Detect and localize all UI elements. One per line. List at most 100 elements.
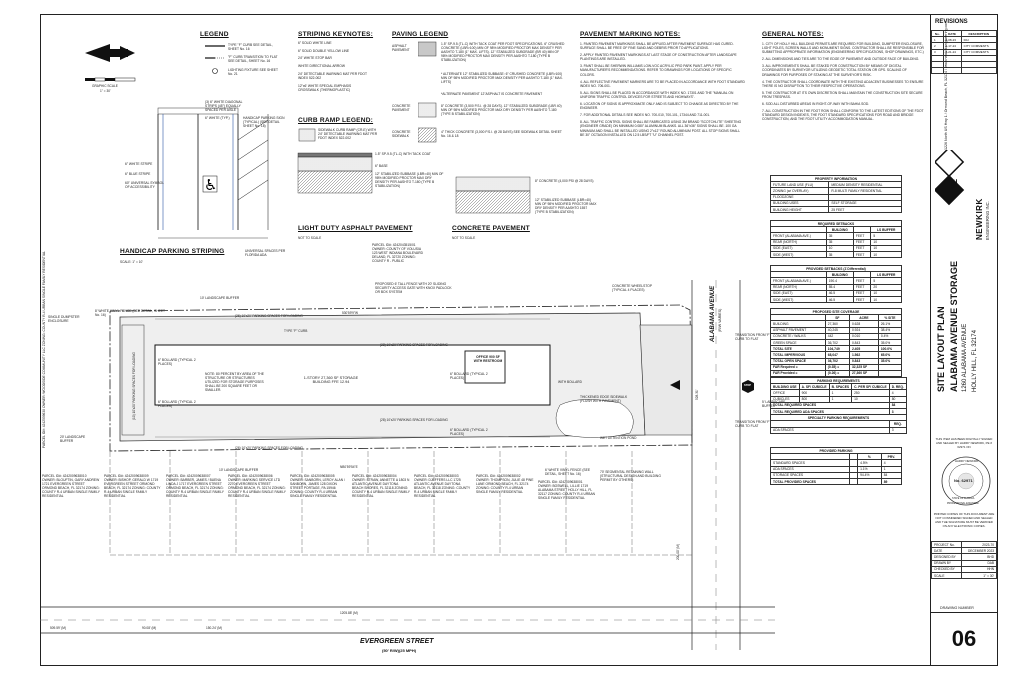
concrete-section-drawing	[455, 176, 531, 214]
driveway	[639, 324, 693, 436]
general-note: 7. ALL CONSTRUCTION IN THE FDOT ROW SHAL…	[762, 109, 924, 122]
marking-note: 4. ALL REFLECTIVE PAVEMENT MARKERS ARE T…	[580, 79, 745, 88]
wheelstop-label: CONCRETE WHEELSTOP (TYPICAL 4 PLACES)	[612, 284, 652, 293]
legend-title: LEGEND	[200, 31, 229, 38]
asphalt-section-title: LIGHT DUTY ASPHALT PAVEMENT	[298, 225, 413, 232]
drawing-number: 06	[931, 612, 997, 665]
curb-ramp-text: SIDEWALK CURB RAMP (CR-E) WITH 24" DETEC…	[318, 128, 378, 141]
general-note: 4. THE CONTRACTOR SHALL COORDINATE WITH …	[762, 79, 924, 88]
alabama-avenue-sub: (R/W VARIES)	[718, 308, 722, 332]
curb-ramp-icon	[298, 128, 316, 142]
dim-top: 530'59'9"W	[342, 311, 358, 315]
general-note: 6. SOD ALL DISTURBED AREAS IN RIGHT-OF-W…	[762, 102, 870, 107]
handicap-label: 60" UNIVERSAL SYMBOL OF ACCESSIBILITY	[125, 181, 164, 190]
handicap-scale: SCALE: 1" = 10'	[120, 260, 143, 264]
parking-top2-label: (28) 10'x20' PARKING SPACES FOR LOADING	[380, 343, 448, 347]
distance-label: 200.00' (M)	[676, 543, 680, 560]
parking-bottom-label: (26) 10'x20' PARKING SPACES FOR LOADING	[235, 446, 303, 450]
curb-label: TYPE "F" CURB	[284, 329, 308, 333]
handicap-label: (3) 6" WHITE DIAGONAL STRIPS (45°) EQUAL…	[205, 100, 243, 113]
fence-label: 8' WHITE VINYL FENCE (SEE DETAIL, SHEET …	[95, 309, 166, 318]
marking-note: 2. APPLY PAINTED PAVEMENT MARKINGS AT LA…	[580, 53, 737, 62]
dim-bottom: NB0'59'54"E	[340, 465, 358, 469]
retaining-wall-label: 70' SEGMENTAL RETAINING WALL (STRUCTURAL…	[600, 470, 661, 483]
sidewalk-label: THICKENED EDGE SIDEWALK (FLUSH WITH PAVE…	[580, 395, 628, 404]
curb-ramp-title: CURB RAMP LEGEND:	[298, 117, 374, 124]
general-notes-title: GENERAL NOTES:	[762, 31, 824, 38]
paving-swatches	[418, 41, 437, 143]
transition-label: TRANSITION FROM 'F' CURB TO FLAT	[735, 420, 770, 429]
printed-copies-note: PRINTED COPIES OF THIS DOCUMENT ARE NOT …	[933, 512, 995, 529]
parcel-label: PARCEL ID#: 4242009638005 OWNER: SANBORN…	[290, 474, 345, 499]
legend-graphic	[85, 44, 225, 82]
digital-signature-note: THIS ITEM HAS BEEN DIGITALLY SIGNED AND …	[935, 437, 993, 450]
pe-seal	[941, 456, 991, 506]
parcel-label: PARCEL ID#: 4242009638007 OWNER: BARBER,…	[166, 474, 224, 499]
fence2-label: 6' WHITE VINYL FENCE (SEE DETAIL, SHEET …	[545, 468, 591, 477]
landscape-buffer-label: 10' LANDSCAPE BUFFER	[219, 468, 259, 472]
asphalt-label: ASPHALT PAVEMENT	[392, 44, 410, 53]
property-info-table: PROPERTY INFORMATION FUTURE LAND USE (FL…	[769, 174, 902, 214]
general-note: 1. CITY OF HOLLY HILL BUILDING PERMITS A…	[762, 42, 924, 55]
gate-label: PROPOSED 6' TALL FENCE WITH 20' SLIDING …	[375, 282, 452, 295]
marking-note: 1. PAINTED PAVEMENT MARKINGS SHALL BE AP…	[580, 42, 734, 51]
project-name: ALABAMA AVENUE STORAGE	[949, 260, 959, 392]
striping-title: STRIPING KEYNOTES:	[298, 31, 374, 38]
striping-item: 6" SOLID DOUBLE YELLOW LINE	[298, 48, 350, 53]
concrete-label: CONCRETE PAVEMENT	[392, 104, 411, 113]
marking-note: 6. LOCATION OF SIGNS IS APPROXIMATE ONLY…	[580, 102, 739, 111]
concrete-section-title: CONCRETE PAVEMENT	[452, 225, 530, 232]
legend-item: "F" CURB TRANSITION TO FLAT SEE DETAIL, …	[228, 55, 278, 64]
pond-label: WET DETENTION POND	[600, 436, 637, 440]
general-note: 2. ALL DIMENSIONS AND TIES ARE TO THE ED…	[762, 57, 920, 62]
concrete-section-scale: NOT TO SCALE	[452, 236, 476, 240]
marking-note: 3. PAINT SHALL BE SHERWIN WILLIAMS LOW-V…	[580, 64, 732, 77]
parcel-label: PARCEL ID#: 4242009638004 OWNER: STRAW, …	[352, 474, 410, 499]
evergreen-street-sub: (50' R/W)(25 MPH)	[382, 648, 417, 653]
stop-label: STOP	[744, 384, 752, 387]
general-note: 5. THE CONTRACTOR AT ITS OWN DISCRETION …	[762, 90, 923, 99]
parcel-label: PARCEL ID#: 4242009638006 OWNER: MARKING…	[228, 474, 286, 499]
asphalt-section-scale: NOT TO SCALE	[298, 236, 322, 240]
bollard-label: 6" BOLLARD (TYPICAL 2 PLACES)	[158, 400, 196, 409]
address-line-1: 1260 ALABAMA AVENUE	[962, 323, 968, 392]
storage-note: NOTE: 80 PERCENT BY AREA OF THE STRUCTUR…	[205, 372, 264, 393]
marking-note: 5. ALL SIGNS SHALL BE PLACED IN ACCORDAN…	[580, 90, 734, 99]
marking-notes-title: PAVEMENT MARKING NOTES:	[580, 31, 681, 38]
striping-item: 24" DETECTABLE WARNING MAT PER FDOT INDE…	[298, 71, 367, 80]
provided-setbacks-table: PROVIDED SETBACKS (Z Differential) BUILD…	[770, 264, 902, 304]
asphalt-alt-text: * ALTERNATE 12" STABILIZED SUBBASE: 6" C…	[441, 72, 563, 85]
seal-bottom: PROFESSIONAL ENGINEER	[947, 502, 979, 505]
building-label: 1-STORY 27,360 SF STORAGE BUILDING FFE 1…	[303, 376, 359, 385]
handicap-label: 6" BLUE STRIPE	[125, 172, 151, 176]
legend-item: LIGHTING FIXTURE SEE SHEET No. 21	[228, 68, 278, 77]
wheelchair-icon: ♿	[204, 176, 217, 194]
sidewalk-text: 4" THICK CONCRETE (3,000 P.S.I. @ 28 DAY…	[441, 130, 562, 139]
striping-item: 24" WHITE STOP BAR	[298, 56, 332, 61]
address-line-2: HOLLY HILL, FL 32174	[972, 330, 978, 392]
firm-address: 1226 North US Hwy 1 / Ormond Beach, FL 3…	[944, 20, 948, 150]
handicap-label: 6" WHITE STRIPE	[125, 162, 153, 166]
striping-item: 6" SOLID WHITE LINE	[298, 41, 332, 45]
striping-list: 6" SOLID WHITE LINE 6" SOLID DOUBLE YELL…	[298, 41, 373, 95]
parcel-lines	[109, 451, 692, 556]
site-plan-drawing	[40, 280, 775, 650]
parking-top-label: (26) 10'x20' PARKING SPACES FOR LOADING	[235, 314, 303, 318]
landscape-buffer-label: 20' LANDSCAPE BUFFER	[60, 435, 86, 444]
handicap-label: HANDICAP PARKING SIGN (TYPICAL) (SEE DET…	[243, 116, 285, 129]
bollard-label: 6" BOLLARD (TYPICAL 2 PLACES)	[158, 358, 196, 367]
